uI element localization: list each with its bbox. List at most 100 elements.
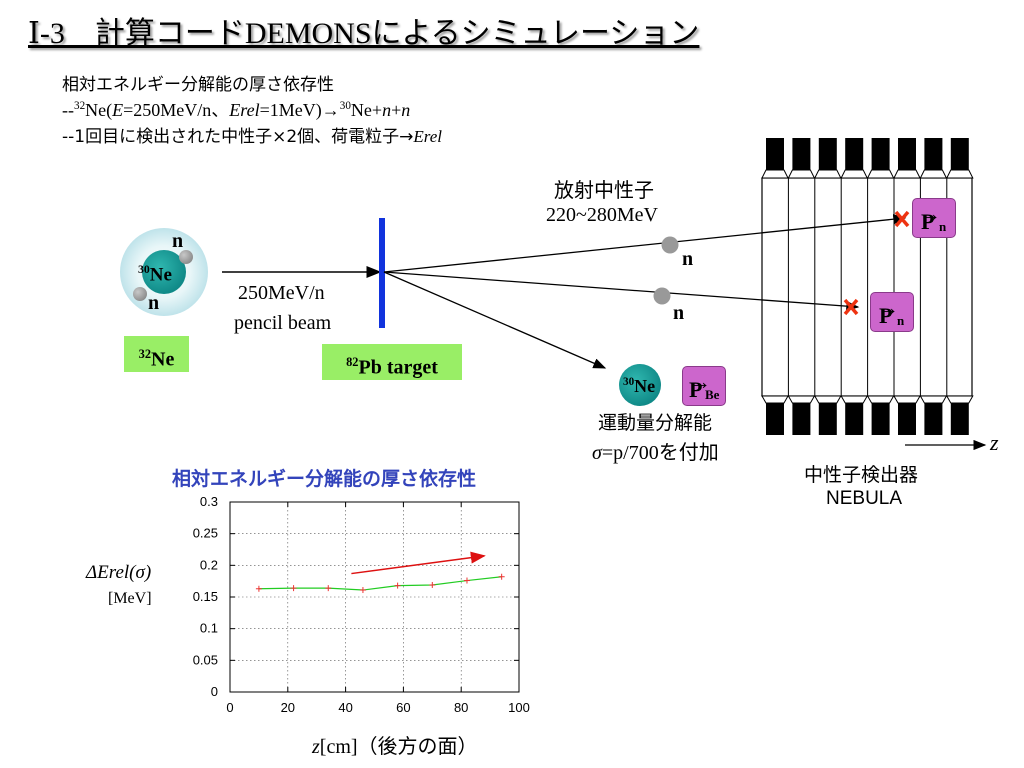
pmt-top-2 <box>792 138 811 170</box>
momentum-symbol: P <box>879 303 893 328</box>
light-guide-top-3 <box>813 169 842 179</box>
desc3-erel: Erel <box>413 127 443 146</box>
desc2-mass1: 32 <box>74 100 86 112</box>
pmt-bottom-1 <box>766 403 784 435</box>
pmt-row-bottom <box>766 403 969 435</box>
pmt-top-1 <box>766 138 784 170</box>
pmt-top-6 <box>898 138 916 170</box>
data-point <box>359 587 366 594</box>
x-tick-label: 20 <box>281 700 295 715</box>
neutron-label-1: n <box>682 248 694 270</box>
momentum-symbol: P <box>921 209 935 234</box>
pmt-bottom-6 <box>898 403 916 435</box>
pmt-bottom-3 <box>818 403 837 435</box>
projectile-mass: 32 <box>138 347 152 361</box>
target-name: Pb target <box>358 356 438 379</box>
pmt-top-3 <box>818 138 837 170</box>
z-axis-label: z <box>990 430 999 455</box>
hit-marker-1 <box>894 210 910 228</box>
fragment-track <box>383 271 607 369</box>
pmt-bottom-8 <box>950 403 969 435</box>
light-guide-top-6 <box>893 169 921 179</box>
x-tick-label: 80 <box>454 700 468 715</box>
nucleus-core <box>142 250 186 294</box>
pmt-bottom-7 <box>924 403 943 435</box>
detector-name-jp: 中性子検出器 <box>804 464 919 486</box>
nucleus-label: 30Ne <box>138 263 172 286</box>
desc2-t3: =1MeV)→ <box>259 100 340 120</box>
chart-ylabel-unit: [MeV] <box>108 590 152 607</box>
chart-xlabel-var: z <box>312 736 320 758</box>
emitted-neutron-2 <box>653 287 671 305</box>
data-point <box>290 585 297 592</box>
light-guide-top-1 <box>761 169 789 179</box>
data-point <box>498 573 505 580</box>
neutron-track-1 <box>383 214 907 273</box>
momentum-resolution-label: 運動量分解能 <box>598 412 713 434</box>
x-tick-label: 60 <box>396 700 410 715</box>
fragment-mass: 30 <box>623 376 635 388</box>
light-guide-bottom-5 <box>866 395 895 404</box>
halo-neutron-label-2: n <box>148 292 160 314</box>
beam-type: pencil beam <box>234 312 332 334</box>
hit-marker-2 <box>843 298 859 316</box>
desc2-plus: + <box>391 100 402 120</box>
target-mass: 82 <box>346 355 359 369</box>
desc2-prefix: -- <box>62 100 74 120</box>
data-point <box>429 581 436 588</box>
data-point <box>394 582 401 589</box>
desc2-e: E <box>112 100 124 120</box>
chart-xlabel-rest: [cm]（後方の面） <box>319 736 478 758</box>
y-tick-label: 0 <box>211 684 218 699</box>
y-tick-label: 0.3 <box>200 494 218 509</box>
y-tick-label: 0.1 <box>200 621 218 636</box>
y-tick-label: 0.05 <box>193 652 218 667</box>
desc2-t1: Ne( <box>85 100 113 120</box>
data-point <box>255 585 262 592</box>
chart-ylabel: ΔErel(σ) <box>86 562 152 583</box>
x-tick-label: 0 <box>226 700 233 715</box>
emitted-neutron-1 <box>661 236 679 254</box>
desc2-t4: Ne+ <box>350 100 383 120</box>
pmt-bottom-2 <box>792 403 811 435</box>
momentum-arrow-icon: → <box>919 201 941 226</box>
y-tick-label: 0.25 <box>193 526 218 541</box>
nucleus-name: Ne <box>149 264 172 286</box>
fragment-name: Ne <box>634 376 656 396</box>
desc2-n1: n <box>382 100 392 120</box>
beam-energy: 250MeV/n <box>238 282 325 304</box>
neutron-header: 放射中性子 <box>554 178 654 202</box>
desc2-mass2: 30 <box>339 100 351 112</box>
light-guide-bottom-6 <box>893 395 921 404</box>
chart-xlabel: z[cm]（後方の面） <box>312 730 478 759</box>
pmt-row-top <box>766 138 969 170</box>
pmt-bottom-5 <box>871 403 890 435</box>
neutron-energy: 220~280MeV <box>546 204 658 226</box>
nucleus-mass: 30 <box>138 263 150 276</box>
neutron-track-2 <box>383 271 860 312</box>
sigma-symbol: σ <box>592 442 602 464</box>
x-tick-label: 100 <box>508 700 530 715</box>
pmt-top-5 <box>871 138 890 170</box>
detector-name-en: NEBULA <box>826 488 903 509</box>
projectile-name: Ne <box>151 348 175 371</box>
y-tick-label: 0.2 <box>200 557 218 572</box>
description-line-2: --32Ne(E=250MeV/n、Erel=1MeV)→30Ne+n+n <box>62 96 410 122</box>
desc2-n2: n <box>401 100 411 120</box>
target-label: 82Pb target <box>322 344 462 380</box>
light-guide-bottom-8 <box>945 395 974 404</box>
page-title: Ⅰ-3 計算コードDEMONSによるシミュレーション <box>28 17 700 50</box>
light-guide-top-4 <box>840 169 869 179</box>
pmt-top-7 <box>924 138 943 170</box>
light-guide-top-8 <box>945 169 974 179</box>
trend-arrow <box>351 551 486 575</box>
sigma-line: σ=p/700を付加 <box>592 436 719 465</box>
chart-title: 相対エネルギー分解能の厚さ依存性 <box>172 468 477 490</box>
light-guide-bottom-3 <box>813 395 842 404</box>
halo-neutron-label-1: n <box>172 230 184 252</box>
description-line-1: 相対エネルギー分解能の厚さ依存性 <box>62 75 334 95</box>
light-guide-bottom-1 <box>761 395 789 404</box>
pmt-top-8 <box>950 138 969 170</box>
momentum-sub: n <box>939 219 947 234</box>
